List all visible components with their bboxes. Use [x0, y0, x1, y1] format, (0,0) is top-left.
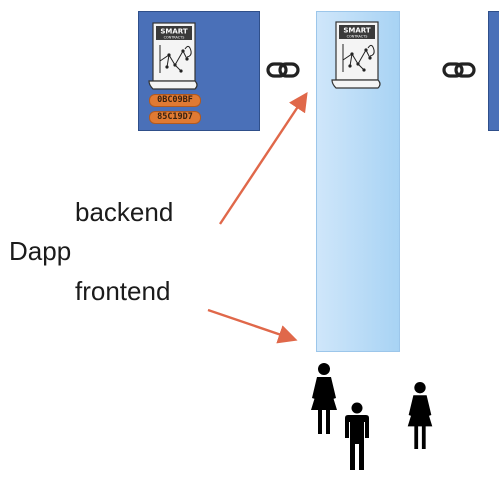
backend-label: backend: [75, 197, 174, 227]
contract-title-line1: SMART: [343, 27, 371, 35]
contract-title-line2: CONTRACTS: [164, 36, 185, 40]
dapp-label: Dapp: [9, 236, 72, 266]
frontend-label: frontend: [75, 276, 171, 306]
contract-title-line2: CONTRACTS: [347, 35, 368, 39]
block-2: SMART CONTRACTS: [316, 11, 400, 131]
man-icon: [345, 402, 369, 470]
smart-contract-icon: SMART CONTRACTS: [331, 21, 381, 89]
chain-link-icon: [442, 62, 476, 78]
chain-link-icon: [266, 62, 300, 78]
block-3: [488, 11, 499, 131]
contract-title-line1: SMART: [160, 28, 188, 36]
hash-badge: 0BC09BF: [149, 94, 201, 107]
smart-contract-icon: SMART CONTRACTS: [148, 22, 198, 90]
block-1: SMART CONTRACTS 0BC09BF 85C19D7: [138, 11, 260, 131]
woman-icon: [407, 382, 433, 450]
woman-icon: [311, 363, 337, 434]
hash-badge: 85C19D7: [149, 111, 201, 124]
frontend-arrow: [207, 308, 298, 344]
